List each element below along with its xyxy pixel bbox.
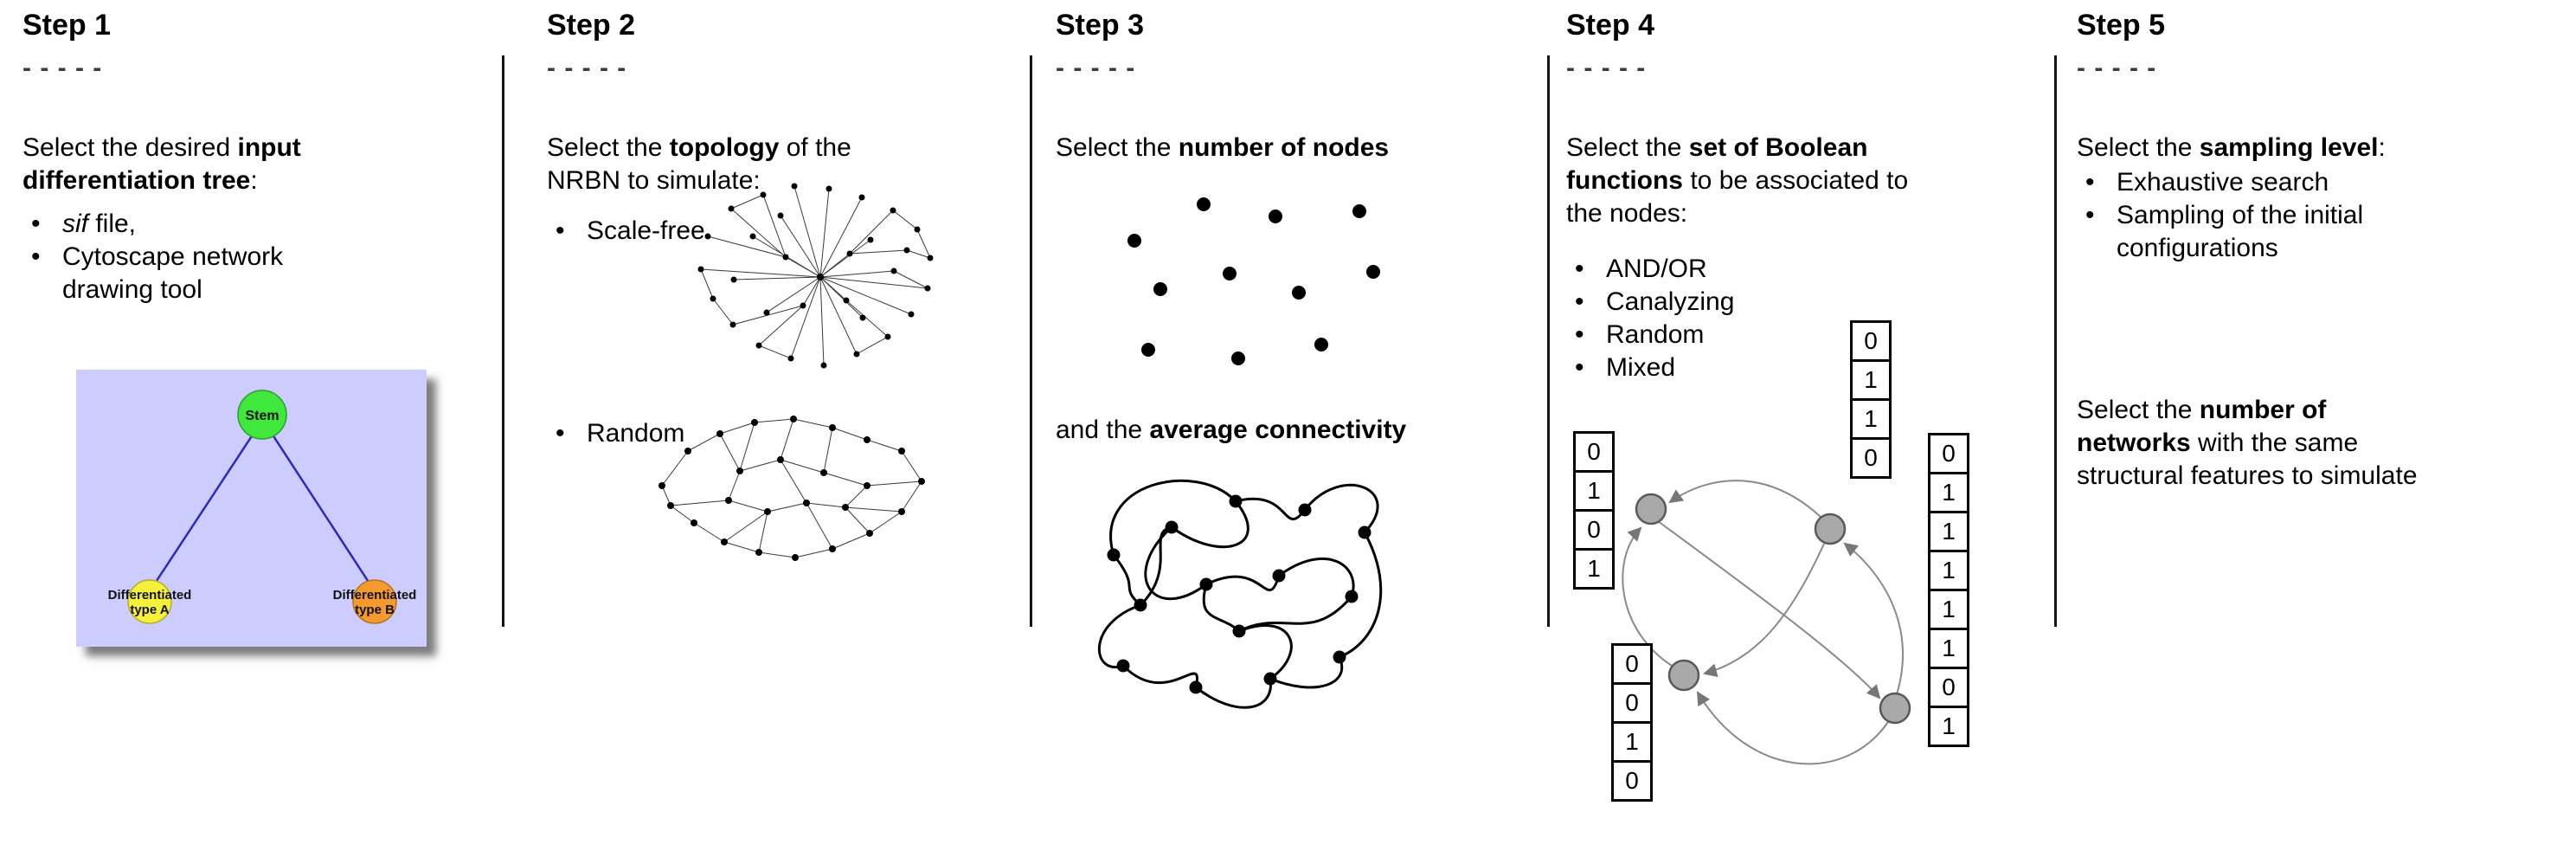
arrow-n2-to-n3: [1703, 543, 1825, 677]
truth-table-cell: 1: [1928, 706, 1969, 747]
boolean-node-3: [1667, 659, 1700, 692]
boolean-node-2: [1814, 513, 1847, 545]
truth-table-right: 0 1 1 1 1 1 0 1: [1928, 433, 1969, 747]
truth-table-cell: 1: [1850, 359, 1892, 401]
arrow-n4-to-n2: [1843, 542, 1904, 706]
truth-table-left: 0 1 0 1: [1573, 431, 1615, 590]
step3-connectivity-text: and the average connectivity: [1056, 416, 1407, 444]
truth-table-cell: 1: [1573, 470, 1615, 512]
truth-table-cell: 1: [1573, 548, 1615, 590]
truth-table-cell: 0: [1850, 437, 1892, 479]
bullet-and-or: AND/OR: [1566, 253, 1734, 286]
stem-label: Stem: [245, 409, 279, 423]
step2-bullet-random-wrap: Random: [547, 417, 684, 450]
arrow-n4-to-n3: [1696, 691, 1889, 765]
truth-table-cell: 0: [1611, 760, 1653, 802]
truth-table-cell: 1: [1928, 628, 1969, 669]
bullet-random-functions: Random: [1566, 319, 1734, 351]
stem-node: [237, 390, 287, 440]
connectivity-network-illustration: [1066, 453, 1432, 719]
column-divider-4: [2054, 55, 2057, 627]
type-b-node: [352, 579, 397, 624]
step1-bullet-list: sif file, Cytoscape network drawing tool: [22, 208, 283, 306]
step4-description: Select the set of Boolean functions to b…: [1566, 133, 1909, 228]
step1-title: Step 1: [22, 9, 112, 42]
step4-dashes: - - - - -: [1566, 54, 1647, 82]
step1-dashes: - - - - -: [22, 54, 103, 82]
truth-table-cell: 0: [1611, 682, 1653, 724]
step5-title: Step 5: [2077, 9, 2166, 42]
truth-table-cell: 1: [1928, 589, 1969, 630]
truth-table-cell: 0: [1573, 509, 1615, 551]
step1-description: Select the desired input differentiation…: [22, 133, 301, 195]
step2-description: Select the topology of the NRBN to simul…: [547, 133, 851, 195]
step4-title: Step 4: [1566, 9, 1655, 42]
bullet-sif-file: sif file,: [22, 208, 283, 241]
bullet-scale-free: Scale-free: [547, 215, 705, 248]
column-divider-3: [1547, 55, 1550, 627]
boolean-network-figure: 0 1 1 0 0 1 0 1 0 0 1 0 0 1 1 1: [1566, 301, 1982, 848]
step3-title: Step 3: [1056, 9, 1145, 42]
step5-column: Step 5 - - - - - Select the sampling lev…: [2077, 0, 2563, 851]
tree-edge-right: [266, 426, 376, 592]
step2-dashes: - - - - -: [547, 54, 627, 82]
truth-table-cell: 0: [1850, 320, 1892, 362]
bullet-mixed: Mixed: [1566, 351, 1734, 384]
scale-free-network-illustration: [684, 177, 943, 382]
step4-bullet-list: AND/OR Canalyzing Random Mixed: [1566, 253, 1734, 384]
truth-table-top: 0 1 1 0: [1850, 320, 1892, 479]
bullet-random: Random: [547, 417, 684, 450]
column-divider-1: [502, 55, 504, 627]
step1-column: Step 1 - - - - - Select the desired inpu…: [22, 0, 494, 851]
truth-table-cell: 1: [1928, 550, 1969, 591]
truth-table-cell: 1: [1928, 472, 1969, 513]
step3-column: Step 3 - - - - - Select the number of no…: [1056, 0, 1539, 851]
truth-table-cell: 1: [1928, 511, 1969, 552]
truth-table-cell: 0: [1611, 643, 1653, 685]
truth-table-cell: 0: [1573, 431, 1615, 473]
step2-bullet-scale-free-wrap: Scale-free: [547, 215, 705, 248]
step2-column: Step 2 - - - - - Select the topology of …: [547, 0, 1021, 851]
bullet-sampling-initial: Sampling of the initial configurations: [2077, 199, 2363, 265]
step2-title: Step 2: [547, 9, 636, 42]
tree-edge-left: [148, 426, 260, 592]
column-divider-2: [1030, 55, 1032, 627]
random-network-illustration: [646, 403, 937, 581]
truth-table-cell: 0: [1928, 433, 1969, 474]
boolean-node-4: [1879, 692, 1911, 725]
type-a-node: [127, 579, 172, 624]
step5-networks-text: Select the number of networks with the s…: [2077, 396, 2418, 490]
step5-bullet-list: Exhaustive search Sampling of the initia…: [2077, 166, 2363, 265]
boolean-network-graph: [1622, 480, 1911, 765]
boolean-node-1: [1635, 493, 1667, 525]
arrow-n3-to-n1: [1622, 526, 1683, 673]
step5-dashes: - - - - -: [2077, 54, 2157, 82]
step3-dashes: - - - - -: [1056, 54, 1136, 82]
arrow-n2-to-n1: [1668, 480, 1829, 525]
step4-column: Step 4 - - - - - Select the set of Boole…: [1566, 0, 2051, 851]
bullet-exhaustive-search: Exhaustive search: [2077, 166, 2363, 199]
step3-nodes-text: Select the number of nodes: [1056, 133, 1390, 162]
step5-sampling-text: Select the sampling level:: [2077, 133, 2386, 162]
bullet-cytoscape: Cytoscape network drawing tool: [22, 241, 283, 306]
nodes-scatter-illustration: [1098, 187, 1473, 390]
truth-table-cell: 0: [1928, 667, 1969, 708]
bullet-canalyzing: Canalyzing: [1566, 286, 1734, 319]
truth-table-cell: 1: [1850, 398, 1892, 440]
truth-table-cell: 1: [1611, 721, 1653, 763]
truth-table-bottom: 0 0 1 0: [1611, 643, 1653, 802]
arrow-n1-to-n4: [1657, 520, 1881, 699]
